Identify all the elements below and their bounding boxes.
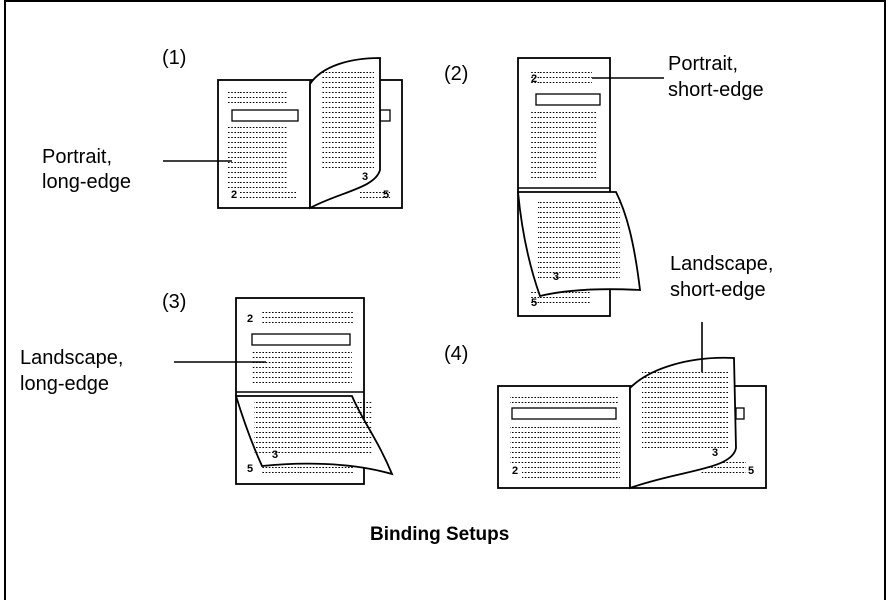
setup-4-tag: (4) (444, 343, 468, 365)
setup-4-page-5: 5 (748, 465, 754, 477)
setup-1-tag: (1) (162, 47, 186, 69)
setup-1-label-line1: Portrait, (42, 146, 112, 168)
setup-4-page-2: 2 (512, 465, 518, 477)
setup-3-label-line2: long-edge (20, 373, 109, 395)
setup-portrait-long-edge: (1) 2 5 3 Portrait, long-edge (42, 47, 403, 210)
setup-3-page-2: 2 (247, 313, 253, 325)
setup-2-page-5: 5 (531, 297, 537, 309)
setup-2-page-3: 3 (553, 271, 559, 283)
setup-1-page-3: 3 (362, 171, 368, 183)
setup-2-page-2: 2 (531, 73, 537, 85)
setup-1-page-2: 2 (231, 189, 237, 201)
figure-frame (4, 0, 886, 600)
setup-2-label-line2: short-edge (668, 79, 764, 101)
setup-2-tag: (2) (444, 63, 468, 85)
setup-3-tag: (3) (162, 291, 186, 313)
setup-3-page-5: 5 (247, 463, 253, 475)
figure-caption: Binding Setups (370, 524, 509, 545)
setup-3-page-3: 3 (272, 449, 278, 461)
setup-landscape-short-edge: (4) 2 5 3 Landscape, short-edge (444, 253, 773, 490)
setup-1-label-line2: long-edge (42, 171, 131, 193)
setup-3-label-line1: Landscape, (20, 347, 123, 369)
setup-4-page-3: 3 (712, 447, 718, 459)
binding-setups-diagram: (1) 2 5 3 Portrait, long-edge (2) 2 (20, 47, 773, 545)
setup-portrait-short-edge: (2) 2 5 3 Portrait, short-edge (444, 53, 764, 317)
setup-landscape-long-edge: (3) 2 5 3 Landscape, long-edge (20, 291, 394, 485)
setup-4-label-line1: Landscape, (670, 253, 773, 275)
setup-4-label-line2: short-edge (670, 279, 766, 301)
setup-2-label-line1: Portrait, (668, 53, 738, 75)
setup-1-page-5: 5 (383, 189, 389, 201)
